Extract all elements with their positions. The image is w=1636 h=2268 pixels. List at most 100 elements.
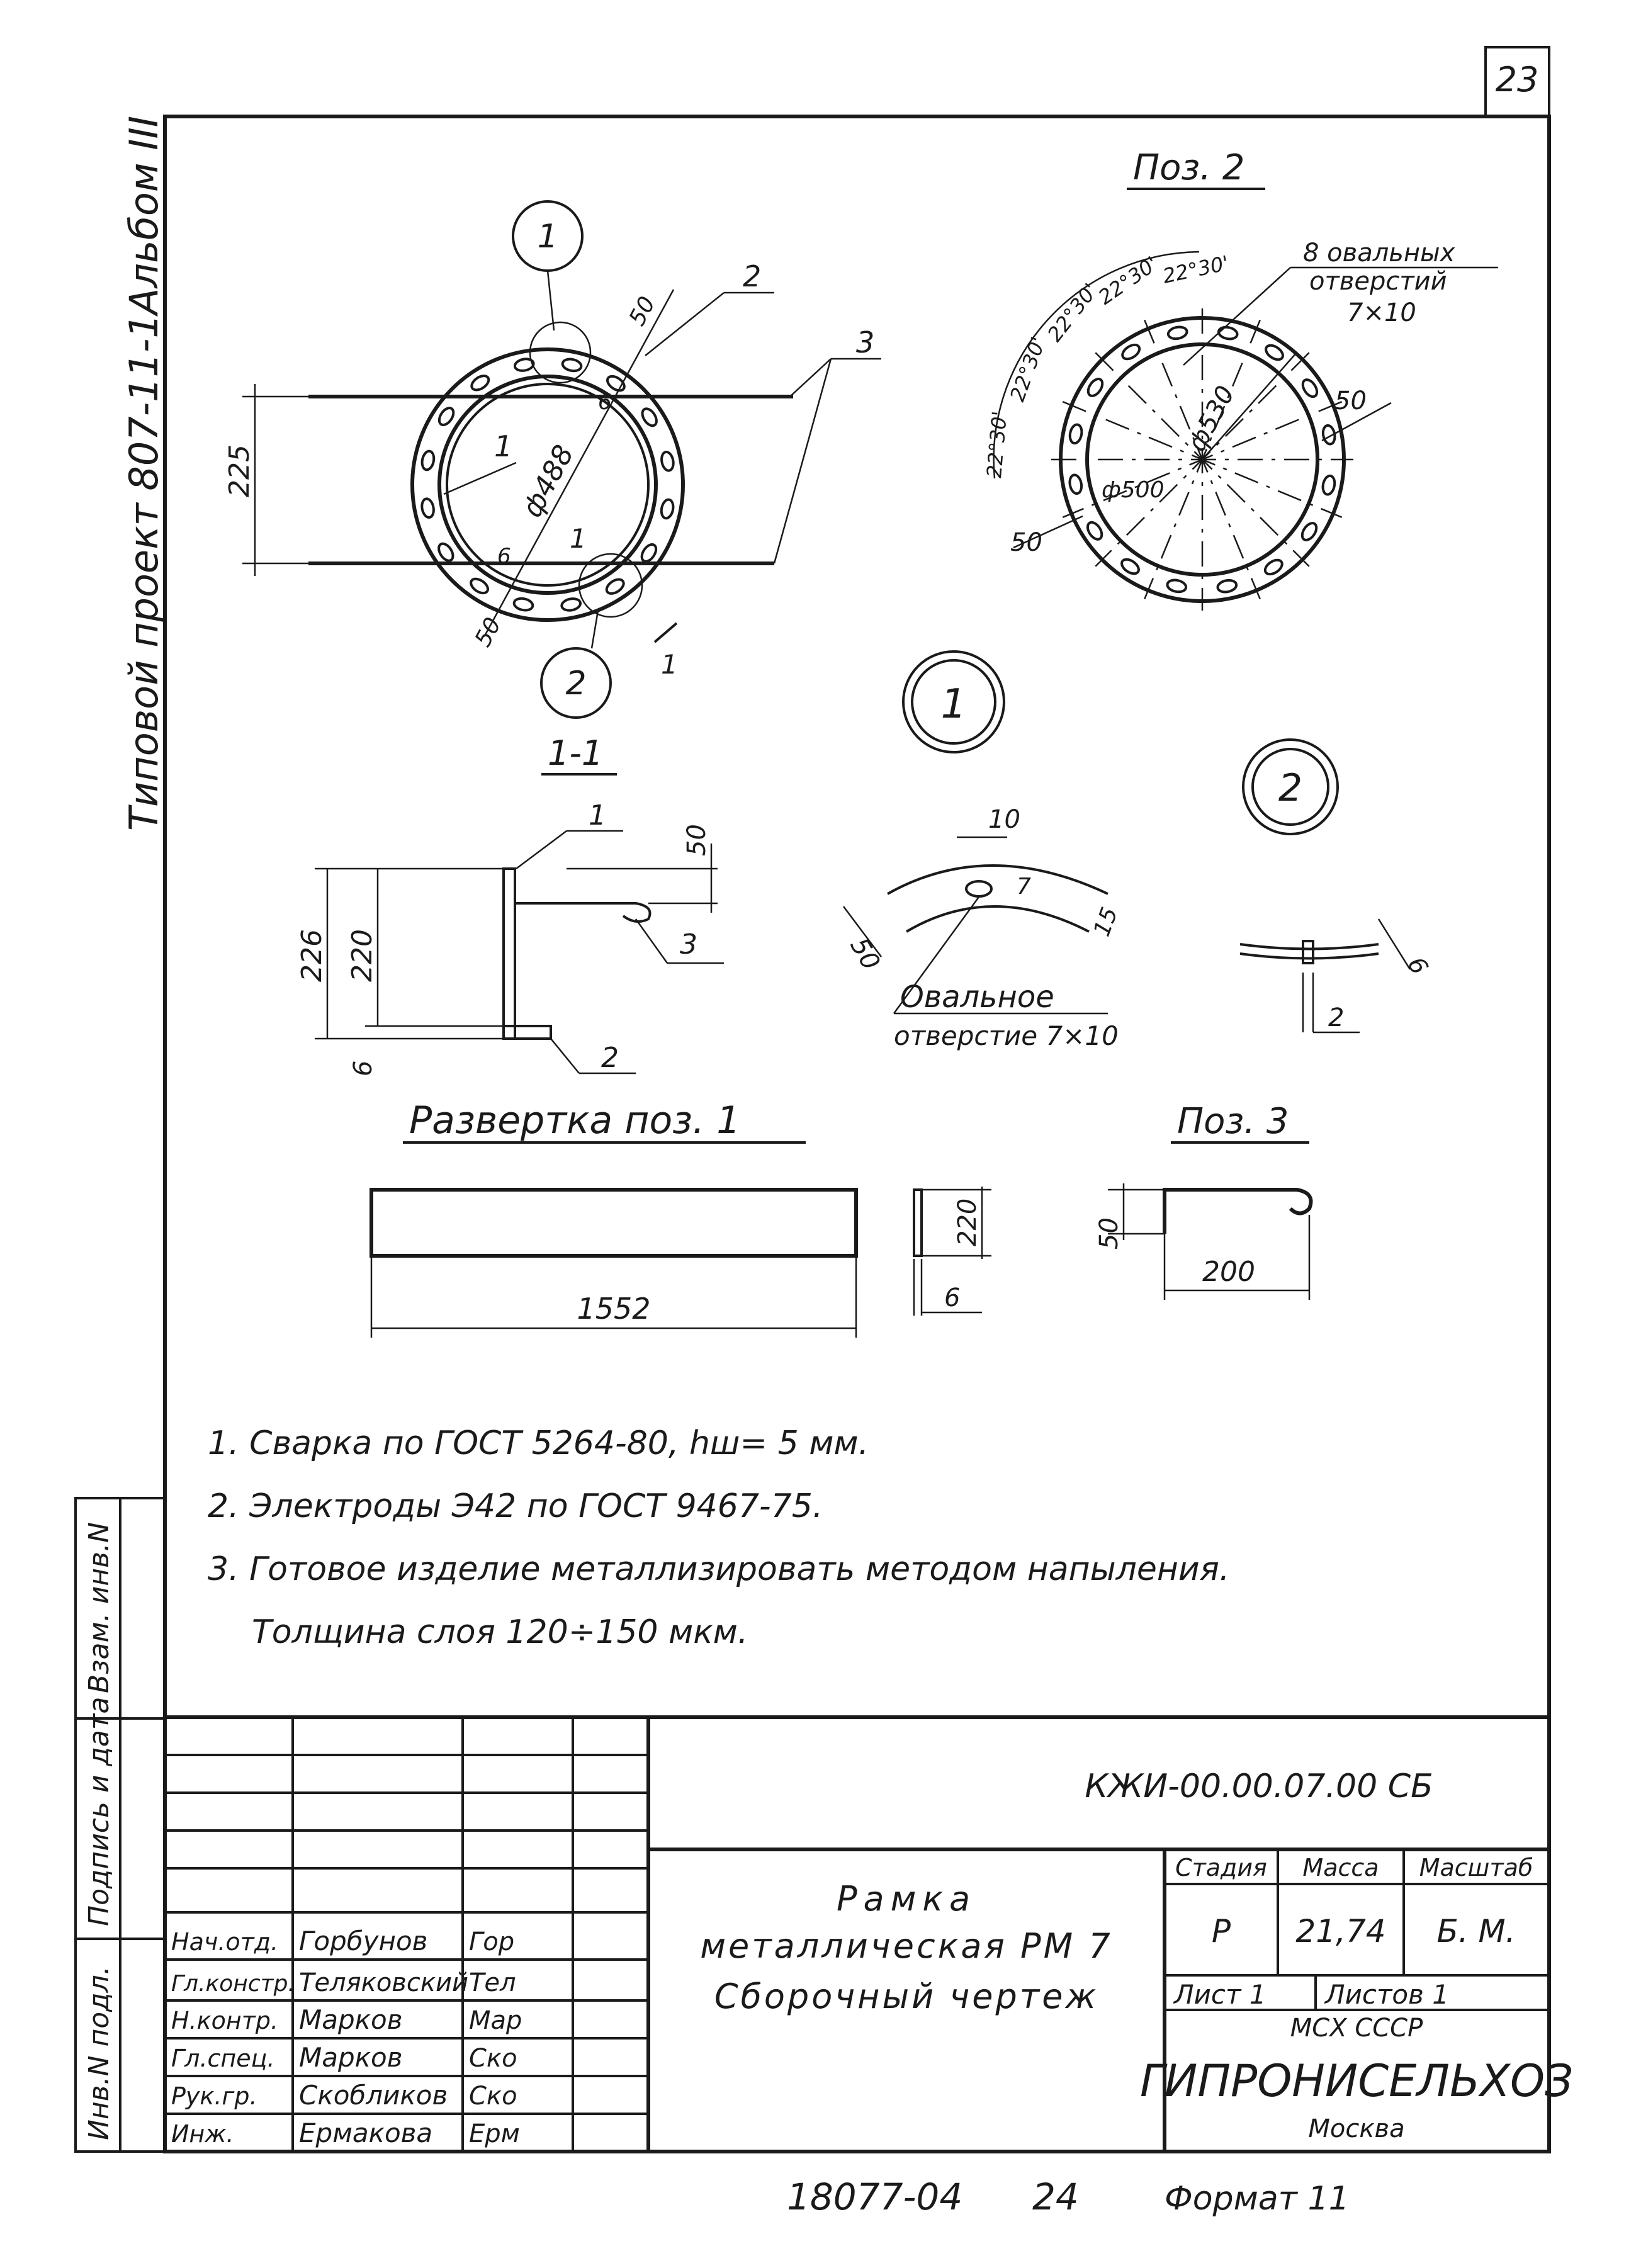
- leader-3-line-b: [773, 358, 832, 564]
- note-1: 1. Сварка по ГОСТ 5264-80, hш= 5 мм.: [208, 1425, 869, 1462]
- dim-226: 226: [296, 929, 328, 982]
- pos2-dim-50-right: 50: [1334, 386, 1367, 415]
- sig-sign-2: Тел: [469, 1968, 516, 1997]
- page-number: 23: [1496, 60, 1539, 99]
- oval-caption-leader: [893, 896, 980, 1014]
- oval-hole: [965, 880, 993, 898]
- callout-2-circle: [540, 647, 612, 719]
- holes-note-2: отверстий: [1309, 267, 1447, 296]
- section-title: 1-1: [548, 733, 603, 773]
- callout-1: 1: [537, 218, 558, 256]
- pos2-hole: [1300, 522, 1318, 541]
- sig-role-4: Гл.спец.: [171, 2045, 275, 2072]
- sig-name-3: Марков: [299, 2004, 402, 2035]
- detail2-weld: [1302, 940, 1314, 964]
- dev-height: 220: [953, 1199, 982, 1246]
- oval-detail: 10 7 15 50 Овальное отверстие 7×10: [843, 805, 1123, 1051]
- oval-caption-1: Овальное: [900, 979, 1054, 1015]
- pos2-diameter: [1202, 352, 1297, 460]
- album-caption: Альбом III: [121, 116, 167, 317]
- pos2-hole: [1217, 325, 1239, 341]
- sec-leader-1-line: [516, 830, 567, 869]
- sec-leader-3: 3: [680, 928, 697, 961]
- position2-view: Поз. 2 22°30' 22°30' 22°30' 22°30' 22°30…: [982, 147, 1498, 611]
- pos2-hole: [1166, 578, 1188, 594]
- section-1-1: 1-1 226 220 6 50 1 3 2: [296, 733, 724, 1076]
- leader-2: 2: [743, 259, 761, 293]
- callout-1-leader: [546, 270, 555, 331]
- oval-caption-2: отверстие 7×10: [894, 1020, 1119, 1051]
- note-3: 3. Готовое изделие металлизировать метод…: [208, 1550, 1229, 1588]
- pos2-hole: [1068, 473, 1083, 495]
- holes-note-3: 7×10: [1347, 298, 1416, 327]
- detail-1-circle-outer: [902, 650, 1005, 753]
- pos2-hole: [1120, 558, 1140, 575]
- footer-format: Формат 11: [1165, 2180, 1350, 2218]
- development-title: Развертка поз. 1: [409, 1098, 740, 1142]
- pos3-rod: [1163, 1188, 1313, 1234]
- pos2-title: Поз. 2: [1133, 147, 1244, 188]
- oval-arc-outer: [887, 864, 1109, 895]
- callout-2-leader: [590, 610, 599, 649]
- angle-5: 22°30': [1161, 251, 1231, 288]
- dim-6-top: 6: [598, 390, 612, 415]
- sec-leader-2-line: [550, 1038, 580, 1074]
- product-name-2: металлическая РМ 7: [700, 1926, 1112, 1966]
- title-block-frame: [163, 1715, 1551, 2153]
- inner-frame: [163, 115, 1551, 2153]
- detail2-arc-2: [1239, 952, 1379, 960]
- dim-50-bottom: 50: [470, 614, 507, 652]
- footer-sheet: 24: [1032, 2175, 1079, 2218]
- sig-sign-5: Ско: [469, 2082, 517, 2111]
- ring-hole: [420, 449, 436, 471]
- detail-1-zone: [529, 321, 592, 384]
- pos3-dim-200-label: 200: [1202, 1256, 1255, 1288]
- ring-hole: [605, 578, 625, 595]
- leader-1: 1: [494, 429, 512, 463]
- ring-holes: [420, 358, 675, 612]
- sec-dim-50-label: 50: [682, 824, 711, 856]
- pos3-title: Поз. 3: [1177, 1101, 1289, 1142]
- mass-value: 21,74: [1295, 1913, 1385, 1949]
- product-name-3: Сборочный чертеж: [714, 1977, 1098, 2016]
- sig-name-2: Теляковский: [299, 1968, 468, 1997]
- footer-order: 18077-04: [787, 2175, 962, 2218]
- notes: 1. Сварка по ГОСТ 5264-80, hш= 5 мм. 2. …: [208, 1425, 1229, 1651]
- pos2-holes: [1068, 325, 1336, 594]
- org-top: МСХ СССР: [1290, 2014, 1423, 2043]
- dim-6-sec: 6: [349, 1061, 378, 1076]
- pos2-hole: [1265, 344, 1284, 361]
- angle-2: 22°30': [1005, 334, 1051, 405]
- pos2-hole: [1086, 521, 1103, 541]
- sig-sign-4: Ско: [469, 2044, 517, 2073]
- dim-220: 220: [346, 929, 378, 982]
- detail2-dim-6-line: [1377, 918, 1411, 970]
- left-strip-3: Инв.N подл.: [83, 1966, 115, 2140]
- ring-hole: [640, 543, 658, 563]
- sig-role-5: Рук.гр.: [171, 2082, 257, 2110]
- ring-hole: [437, 407, 455, 427]
- pos2-hole: [1121, 343, 1141, 361]
- detail2-dim-6: 6: [1402, 952, 1433, 979]
- sig-sign-3: Мар: [469, 2006, 522, 2035]
- sig-role-1: Нач.отд.: [171, 1928, 278, 1956]
- pos2-dim-50-left-line: [1013, 515, 1083, 549]
- section-mark-arrow: [653, 622, 678, 643]
- project-caption: Типовой проект 807-11-1: [121, 313, 167, 831]
- detail-1-circle-inner: [911, 659, 996, 745]
- stage-header: Стадия: [1175, 1854, 1267, 1882]
- sig-name-1: Горбунов: [299, 1926, 427, 1956]
- left-strip: Взам. инв.N Подпись и дата Инв.N подл.: [74, 1497, 166, 2153]
- scale-value: Б. М.: [1436, 1913, 1515, 1949]
- left-strip-1: Взам. инв.N: [83, 1522, 115, 1693]
- ring-hole: [470, 577, 490, 595]
- holes-note-1: 8 овальных: [1303, 239, 1455, 268]
- sec-leader-2: 2: [601, 1042, 619, 1074]
- leader-1-line: [443, 461, 517, 495]
- ring-hole: [420, 497, 435, 519]
- callout-2: 2: [565, 665, 586, 702]
- sheet-value: Лист 1: [1173, 1979, 1266, 2010]
- oval-15: 15: [1089, 904, 1123, 940]
- sig-sign-6: Ерм: [469, 2119, 520, 2148]
- sig-name-4: Марков: [299, 2042, 402, 2073]
